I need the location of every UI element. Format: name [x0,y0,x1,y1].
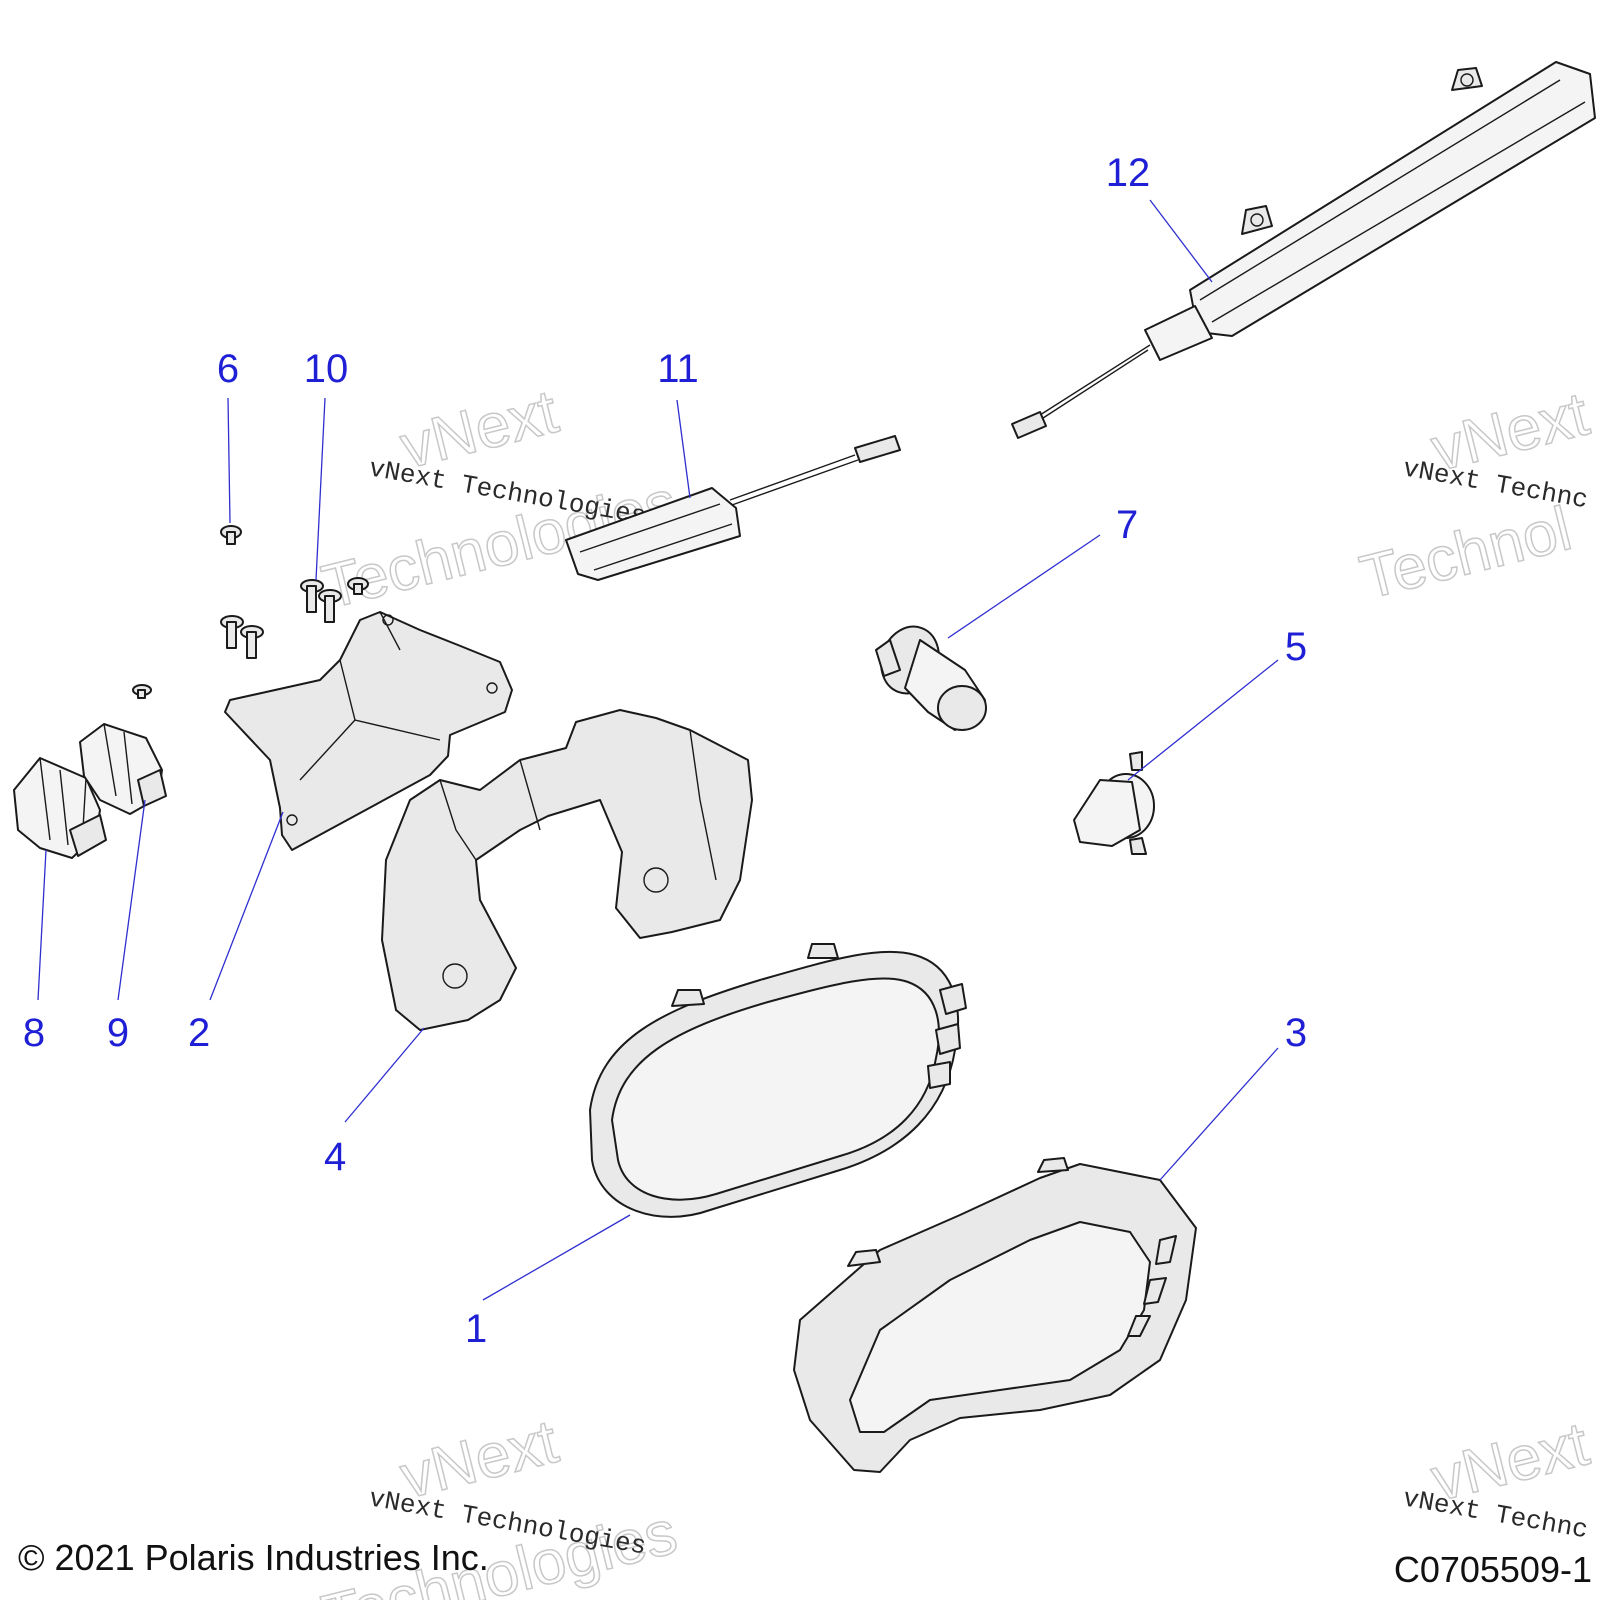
leader-12 [1149,199,1213,283]
callout-7: 7 [1116,503,1138,547]
leader-5 [1127,659,1279,781]
part-8-rocker-switch [13,757,107,859]
leader-6 [227,397,231,524]
leader-3 [1159,1047,1279,1181]
callout-4: 4 [324,1135,346,1179]
part-7-ignition-switch [875,625,987,731]
leader-8 [37,849,47,1001]
callout-12: 12 [1106,151,1151,195]
part-1-instrument-cluster [589,943,967,1218]
leader-4 [344,1027,425,1123]
part-11-sensor-module [565,435,901,581]
leader-lines [37,199,1279,1301]
leader-11 [676,399,691,499]
callout-1: 1 [465,1307,487,1351]
callout-10: 10 [304,347,349,391]
part-5-knob [1073,751,1155,855]
callout-5: 5 [1285,625,1307,669]
part-4-cluster-housing [381,709,753,1031]
callouts: 1 2 3 4 5 6 7 8 9 10 11 12 [23,151,1307,1351]
watermark-top-right: vNext Technol vNext Technc [1353,379,1596,614]
part-3-bezel [793,1157,1197,1473]
callout-8: 8 [23,1011,45,1055]
leader-2 [209,811,284,1001]
part-12-led-light-bar [1011,61,1596,439]
leader-10 [315,397,326,581]
callout-6: 6 [217,347,239,391]
figure-code: C0705509-1 [1394,1549,1592,1590]
watermark-top-center: vNext Technologies vNext Technologies [315,376,684,623]
callout-2: 2 [188,1011,210,1055]
leader-9 [117,799,146,1001]
callout-11: 11 [657,347,699,391]
leader-1 [482,1214,631,1301]
watermark-outline-bottom: Technol [1354,494,1578,613]
callout-9: 9 [107,1011,129,1055]
copyright-notice: © 2021 Polaris Industries Inc. [18,1537,489,1578]
part-6-screw [220,525,242,545]
callout-3: 3 [1285,1011,1307,1055]
watermark-bottom-right: vNext vNext Technc [1401,1409,1596,1546]
part-9-rocker-switch [79,723,167,815]
leader-7 [947,534,1101,639]
part-10-bolts [132,577,369,699]
part-2-mounting-bracket [224,611,513,851]
